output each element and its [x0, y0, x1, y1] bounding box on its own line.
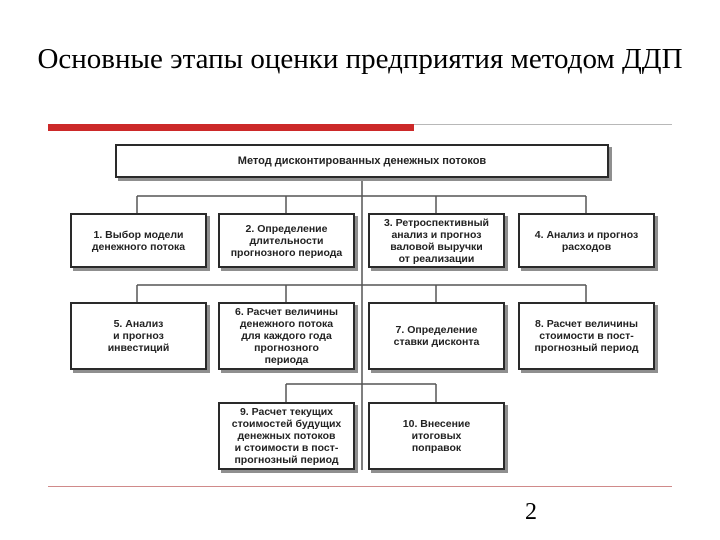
step-10-box: 10. Внесение итоговых поправок — [368, 402, 505, 470]
step-8-box: 8. Расчет величины стоимости в пост- про… — [518, 302, 655, 370]
page-number: 2 — [525, 499, 537, 525]
step-5-box: 5. Анализ и прогноз инвестиций — [70, 302, 207, 370]
title-underline-accent — [48, 124, 414, 131]
step-6-box: 6. Расчет величины денежного потока для … — [218, 302, 355, 370]
step-2-box: 2. Определение длительности прогнозного … — [218, 213, 355, 268]
slide-title: Основные этапы оценки предприятия методо… — [37, 43, 683, 75]
footer-rule — [48, 486, 672, 487]
step-1-box: 1. Выбор модели денежного потока — [70, 213, 207, 268]
step-4-box: 4. Анализ и прогноз расходов — [518, 213, 655, 268]
step-9-box: 9. Расчет текущих стоимостей будущих ден… — [218, 402, 355, 470]
step-3-box: 3. Ретроспективный анализ и прогноз вало… — [368, 213, 505, 268]
root-box-dcf-method: Метод дисконтированных денежных потоков — [115, 144, 609, 178]
title-underline-rule — [414, 124, 672, 125]
step-7-box: 7. Определение ставки дисконта — [368, 302, 505, 370]
